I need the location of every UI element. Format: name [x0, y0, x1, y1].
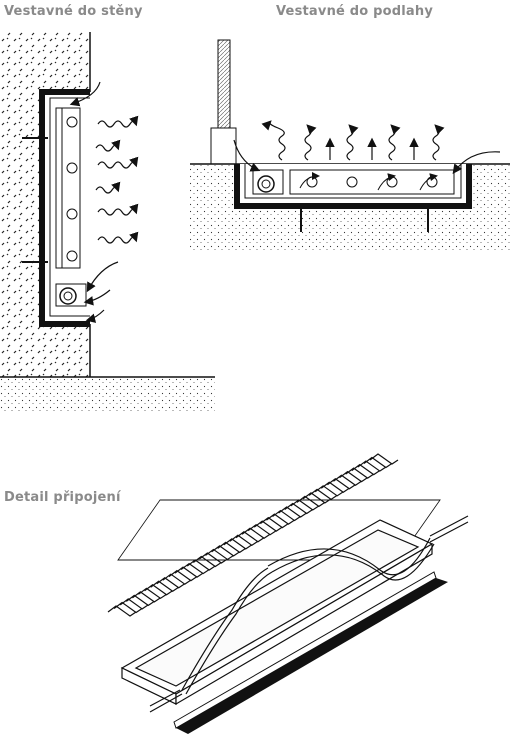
fin — [119, 598, 149, 610]
trough — [120, 519, 434, 706]
fan-icon — [55, 283, 87, 307]
fin — [259, 516, 289, 529]
fin — [290, 499, 320, 511]
fin — [125, 594, 155, 607]
fin — [296, 495, 326, 508]
fin — [314, 485, 344, 497]
exchanger-fins — [107, 453, 399, 617]
fin — [162, 573, 192, 585]
floor-warm-air — [261, 120, 445, 161]
fin — [132, 591, 161, 603]
fin — [339, 470, 368, 483]
caption-connection-detail: Detail připojení — [4, 490, 121, 505]
fin — [302, 492, 332, 504]
water-pipe-icon — [149, 515, 469, 713]
fin — [266, 513, 295, 525]
floor-install-diagram — [190, 39, 510, 252]
wall-install-diagram — [0, 32, 215, 413]
convector-box — [39, 89, 90, 327]
floor-circulation — [299, 172, 438, 191]
fin — [369, 453, 399, 465]
fin — [211, 545, 240, 557]
fin — [308, 488, 338, 501]
floor-cold-air — [233, 139, 501, 174]
fin — [320, 481, 350, 494]
connection-detail-diagram — [107, 453, 469, 734]
fin — [186, 559, 216, 571]
fin — [253, 520, 283, 532]
fin — [345, 467, 374, 479]
caption-floor-install: Vestavné do podlahy — [276, 4, 434, 19]
fin — [351, 463, 381, 476]
caption-wall-install: Vestavné do stěny — [4, 4, 143, 19]
cold-air-arrows — [69, 81, 119, 323]
floor-bolts — [300, 204, 429, 232]
fin — [326, 478, 356, 490]
fin — [357, 460, 387, 472]
fin — [199, 552, 228, 564]
fin — [223, 538, 253, 550]
fin — [113, 601, 143, 614]
fin — [192, 555, 222, 568]
fin — [278, 506, 307, 518]
cover-grille — [173, 571, 448, 734]
anchor-bolts — [22, 137, 48, 263]
fin — [138, 587, 167, 600]
fin — [217, 541, 247, 554]
floor-section — [0, 377, 215, 413]
floor-fan-icon — [252, 169, 284, 195]
heat-exchanger — [55, 107, 81, 269]
fin — [235, 531, 265, 543]
fin — [156, 576, 186, 589]
fin — [205, 548, 234, 561]
warm-air-arrows — [95, 115, 139, 244]
floor-heat-exchanger — [289, 169, 455, 195]
fin — [180, 562, 210, 575]
fin — [107, 605, 137, 617]
fin — [174, 566, 204, 578]
fin — [150, 580, 179, 592]
fin — [284, 502, 314, 515]
fin — [272, 509, 301, 522]
fin — [168, 569, 198, 582]
fin — [144, 584, 173, 596]
fin — [241, 527, 271, 539]
fin — [229, 534, 259, 547]
fin — [247, 523, 277, 536]
fin — [333, 474, 362, 486]
fin — [363, 456, 393, 469]
trench-box — [234, 164, 472, 209]
